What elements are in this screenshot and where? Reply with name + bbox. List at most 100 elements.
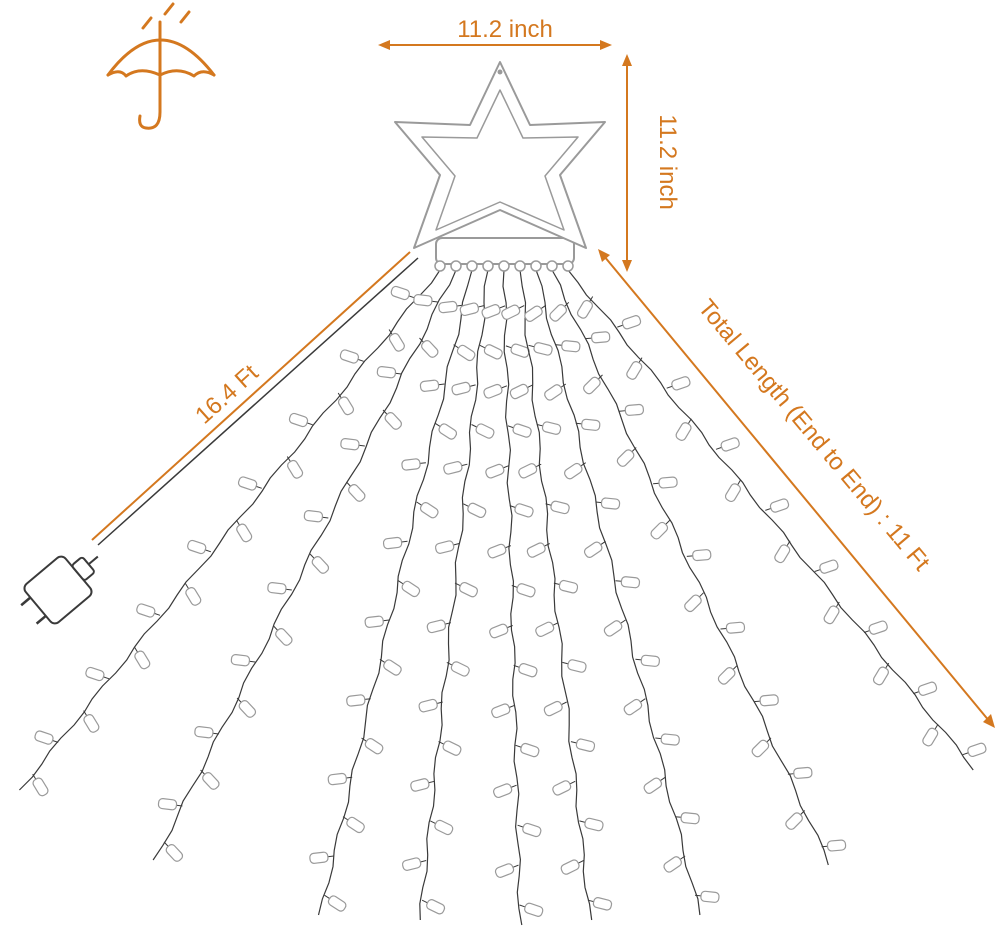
led-bulb [511,583,536,598]
led-bulb [85,666,110,682]
total-length-dimension [598,249,995,728]
led-bulb [922,723,939,747]
led-bulb [273,625,293,646]
led-bulb [430,819,454,836]
led-bulb [583,540,606,558]
led-bulb [872,662,890,686]
led-bulb [236,697,257,718]
led-bulb [453,344,476,362]
led-bulb [342,816,365,834]
led-bulb [526,542,550,558]
led-bulb [446,661,470,677]
led-bulb [443,461,468,475]
led-bulb [426,619,452,634]
led-bulb [595,497,621,510]
led-bulb [286,456,304,479]
led-bulb [823,601,840,625]
led-bulb [501,304,525,320]
led-bulb [544,383,567,401]
led-bulb [626,357,643,380]
led-bulb [694,890,720,903]
led-bulb [434,540,460,554]
led-bulb [83,710,100,733]
led-bulb [686,549,712,562]
power-adapter-icon [20,555,99,625]
led-bulb [364,615,390,628]
led-bulb [787,766,813,779]
led-bulb [666,376,691,391]
led-bulb [814,559,839,574]
led-bulb [585,331,611,344]
led-bulb [535,621,559,637]
led-bulb [32,773,49,797]
led-bulb [361,737,384,755]
light-strand [18,269,441,791]
led-bulb [376,366,402,379]
led-bulb [434,422,458,440]
led-bulb [562,659,587,673]
led-bulb [552,780,576,796]
led-bulb [421,899,446,915]
led-bulb [524,304,547,322]
led-bulb [774,540,791,564]
led-bulb [785,810,806,830]
led-bulb [481,304,506,319]
led-bulb [419,337,439,358]
led-bulb [416,501,439,519]
lead-wire [97,257,419,546]
led-bulb [513,663,538,678]
led-bulb [327,772,353,786]
led-bulb [235,519,253,543]
led-bulb [340,438,365,451]
led-bulb [346,481,366,502]
light-strand [502,269,523,926]
led-bulb [587,897,613,911]
led-bulb [398,580,421,598]
led-bulb [187,539,212,555]
led-bulb [185,583,202,606]
star-width-label: 11.2 inch [457,16,553,43]
light-strand [535,269,701,916]
led-bulb [157,798,183,811]
led-bulb [303,510,329,523]
led-bulb [576,296,594,319]
led-bulb [419,379,445,392]
led-bulb [401,458,426,471]
led-bulb [507,423,532,438]
led-bulb [663,855,686,873]
led-bulb [451,381,476,396]
led-bulb [635,654,660,667]
led-bulb [485,463,509,479]
led-bulb [459,302,485,317]
led-bulb [555,340,581,353]
star-height-label: 11.2 inch [654,114,681,210]
led-bulb [134,646,151,670]
led-bulb [382,409,402,430]
led-bulb [653,476,678,489]
led-bulb [489,623,513,639]
led-bulb [34,730,59,745]
light-strand [519,269,593,921]
led-bulb [715,437,740,452]
led-bulb [675,418,692,441]
led-bulb [494,863,519,878]
led-bulb [675,812,700,825]
light-strand [551,269,829,866]
star-width-dimension [378,40,612,50]
led-bulb [517,822,542,838]
led-bulb [754,694,779,707]
led-bulb [491,703,515,719]
led-bulb [309,851,334,864]
led-bulb [515,742,540,758]
led-bulb [560,859,584,875]
led-bulb [579,817,604,832]
led-bulb [163,841,184,862]
led-bulb [553,579,579,594]
light-strand [419,269,489,921]
led-bulb [962,742,987,758]
led-bulb [717,664,738,685]
led-bulb [337,392,355,416]
led-bulb [438,740,462,756]
